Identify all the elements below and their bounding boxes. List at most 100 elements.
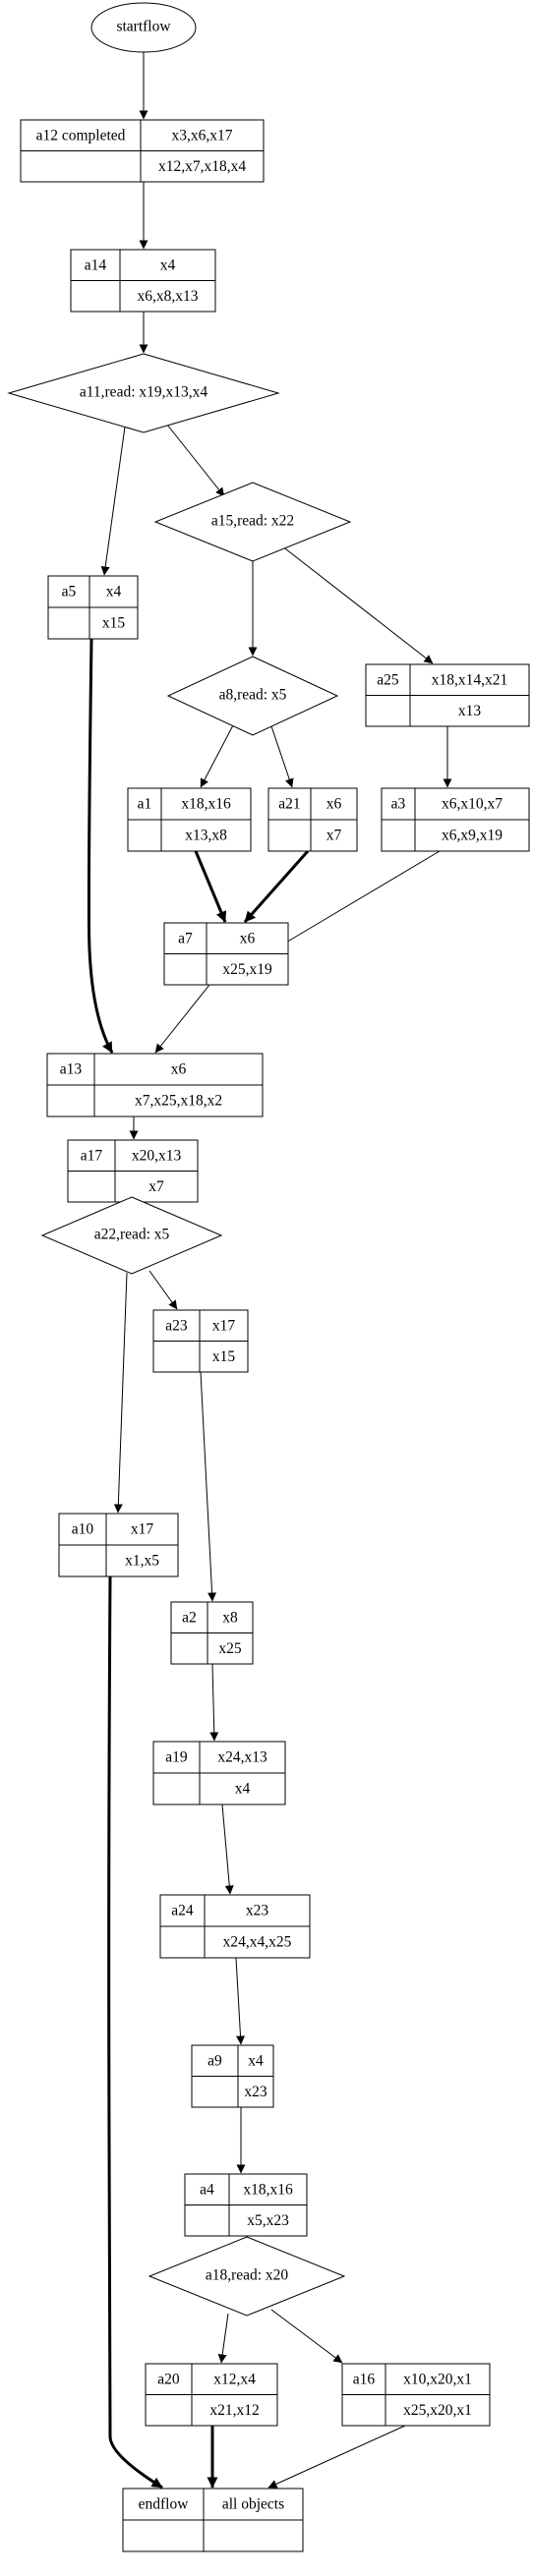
node-a15: a15,read: x22	[153, 482, 352, 562]
decision-label: a22,read: x5	[94, 1227, 170, 1243]
node-reads: x6,x10,x7	[442, 796, 503, 813]
node-a2: a2 x8 x25	[170, 1601, 254, 1665]
node-writes: x25	[218, 1640, 242, 1657]
node-writes: x13	[458, 703, 482, 719]
node-label: a19	[165, 1749, 188, 1766]
edge-a22-to-a23	[148, 1270, 178, 1310]
decision-label: a11,read: x19,x13,x4	[80, 384, 208, 401]
node-a16: a16 x10,x20,x1 x25,x20,x1	[341, 2363, 491, 2427]
node-a23: a23 x17 x15	[152, 1309, 249, 1373]
node-reads: x6	[326, 796, 342, 813]
decision-shape	[166, 656, 339, 736]
node-writes: x21,x12	[209, 2402, 259, 2419]
node-reads: x24,x13	[217, 1749, 267, 1766]
edge-a24-to-a9	[235, 1957, 246, 2045]
edge-a7-to-a13	[154, 984, 210, 1054]
node-writes: x15	[212, 1348, 236, 1365]
node-writes: x25,x19	[222, 961, 272, 978]
edge-a11-to-a5	[100, 419, 127, 576]
node-a19: a19 x24,x13 x4	[152, 1741, 286, 1805]
node-reads: x17	[212, 1317, 236, 1334]
edge-a19-to-a24	[221, 1803, 234, 1895]
node-a7: a7 x6 x25,x19	[163, 922, 289, 986]
edge-a18-to-a16	[270, 2309, 343, 2364]
edge-a10-to-endflow	[107, 1575, 163, 2490]
node-label: a2	[182, 1609, 197, 1626]
node-reads: x4	[106, 584, 122, 601]
node-label: a7	[178, 930, 193, 946]
node-a1: a1 x18,x16 x13,x8	[127, 787, 252, 852]
node-a22: a22,read: x5	[40, 1196, 223, 1275]
node-a3: a3 x6,x10,x7 x6,x9,x19	[381, 787, 530, 852]
node-reads: x18,x16	[181, 796, 231, 813]
decision-shape	[7, 353, 280, 433]
node-writes: x7	[148, 1178, 164, 1195]
node-label: a3	[391, 796, 406, 813]
node-reads: x17	[131, 1521, 154, 1538]
node-writes: x5,x23	[247, 2212, 289, 2229]
node-writes: x1,x5	[125, 1553, 159, 1570]
start-node: startflow	[90, 2, 197, 53]
node-label: endflow	[139, 2496, 190, 2513]
edge-a8-to-a1	[200, 722, 235, 788]
node-writes: x12,x7,x18,x4	[158, 158, 246, 175]
node-reads: x4	[248, 2052, 264, 2069]
node-writes: x15	[102, 615, 126, 632]
node-writes: x6,x8,x13	[138, 288, 199, 305]
node-label: a4	[200, 2181, 214, 2198]
edge-a5-to-a13	[87, 638, 114, 1054]
node-reads: x12,x4	[213, 2371, 256, 2387]
node-reads: x6	[240, 930, 256, 946]
node-label: a1	[138, 796, 152, 813]
node-endflow: endflow all objects	[122, 2488, 304, 2552]
node-label: a13	[60, 1061, 83, 1078]
edge-a15-to-a25	[280, 544, 434, 664]
node-reads: x4	[160, 257, 176, 273]
node-reads: x8	[222, 1609, 238, 1626]
node-label: a16	[353, 2371, 376, 2387]
node-reads: x18,x14,x21	[432, 671, 508, 688]
node-reads: all objects	[222, 2496, 284, 2513]
edge-a21-to-a7	[243, 850, 310, 923]
edge-a3-to-a7	[278, 850, 441, 947]
node-a5: a5 x4 x15	[47, 575, 139, 640]
edge-a8-to-a21	[269, 722, 294, 788]
decision-label: a15,read: x22	[211, 513, 294, 530]
node-writes: x7,x25,x18,x2	[135, 1093, 222, 1110]
node-reads: x23	[246, 1903, 269, 1919]
edge-a22-to-a10	[113, 1272, 128, 1514]
node-writes: x6,x9,x19	[442, 828, 503, 844]
node-reads: x10,x20,x1	[403, 2371, 472, 2387]
edge-a16-to-endflow	[267, 2425, 406, 2489]
node-writes: x23	[244, 2084, 267, 2100]
node-writes: x24,x4,x25	[223, 1934, 292, 1951]
node-a11: a11,read: x19,x13,x4	[7, 353, 280, 433]
node-reads: x3,x6,x17	[172, 127, 233, 143]
edge-a2-to-a19	[209, 1663, 219, 1742]
edge-a1-to-a7	[194, 850, 227, 923]
node-writes: x13,x8	[185, 828, 227, 844]
decision-label: a18,read: x20	[206, 2267, 289, 2284]
node-a9: a9 x4 x23	[191, 2044, 274, 2108]
node-label: a9	[207, 2052, 222, 2069]
node-label: a12 completed	[36, 127, 126, 143]
node-label: a5	[62, 584, 77, 601]
edge-a18-to-a20	[217, 2313, 229, 2364]
node-reads: x20,x13	[132, 1147, 182, 1164]
node-a12: a12 completed x3,x6,x17 x12,x7,x18,x4	[20, 119, 265, 183]
node-label: a21	[278, 796, 300, 813]
node-writes: x25,x20,x1	[403, 2402, 472, 2419]
edge-a23-to-a2	[200, 1371, 217, 1602]
decision-label: a8,read: x5	[219, 687, 287, 704]
node-writes: x4	[235, 1781, 251, 1798]
node-label: a23	[165, 1317, 188, 1334]
